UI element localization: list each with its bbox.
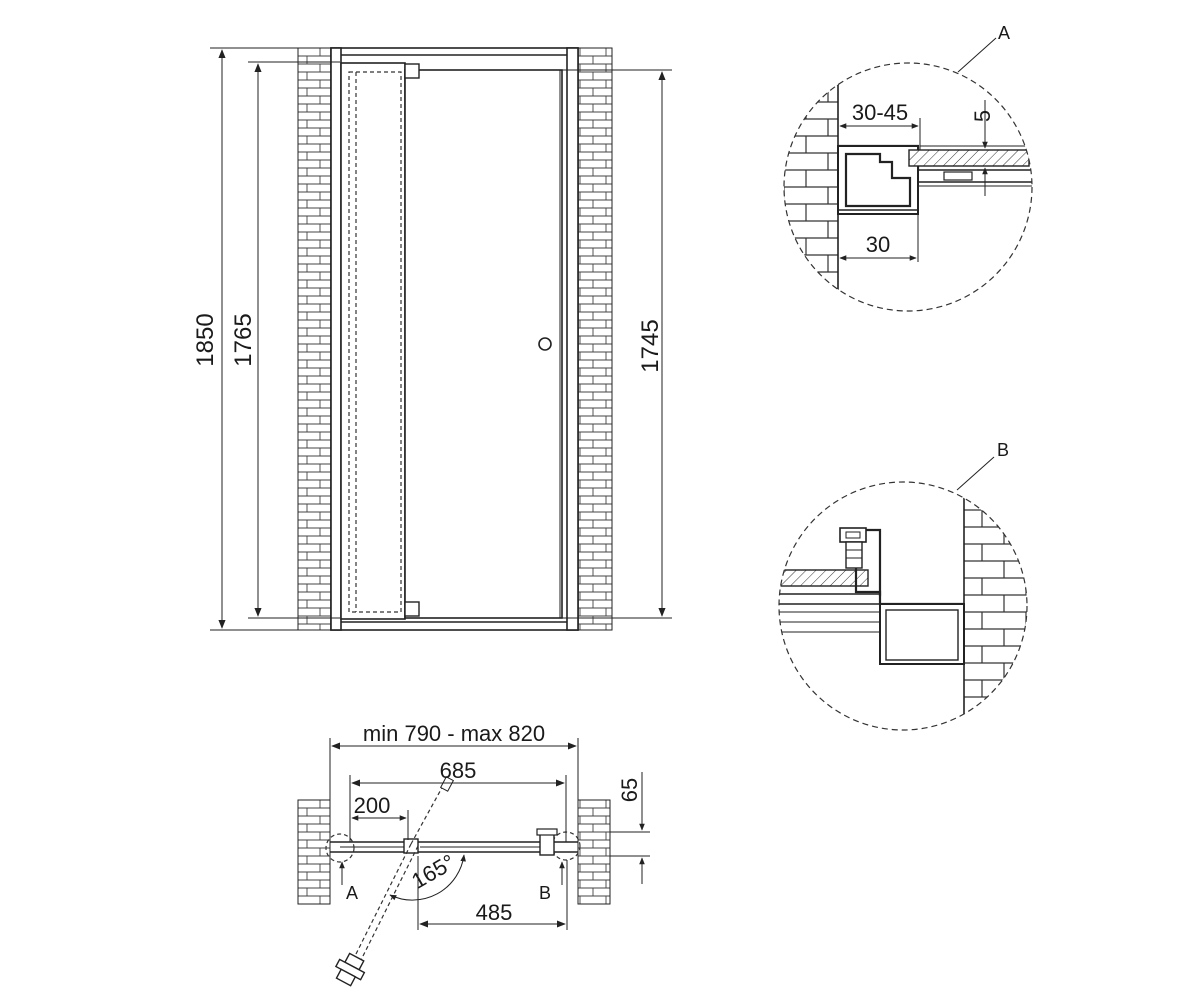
detail-b-circle (778, 481, 1028, 731)
wall-profile-left (330, 47, 342, 631)
open-door-line-1 (349, 843, 412, 967)
plan-label-a: A (346, 883, 358, 903)
dim-panel-height: 1745 (637, 319, 664, 372)
plan-right-wall (577, 799, 611, 905)
hinge-top (404, 63, 420, 79)
plan-label-b: B (539, 883, 551, 903)
dim-panel-width: 685 (440, 758, 477, 783)
dim-fixed-width: 200 (354, 793, 391, 818)
front-view: 1850 1765 1745 (192, 47, 672, 631)
detail-a-label: A (998, 23, 1010, 43)
door-leaf (404, 69, 563, 619)
left-wall (297, 47, 332, 631)
dim-profile-width: 30 (866, 232, 890, 257)
plan-left-wall (297, 799, 331, 905)
wall-profile-right (566, 47, 579, 631)
dim-width-range: min 790 - max 820 (363, 721, 545, 746)
fixed-panel (340, 62, 406, 620)
dim-door-height: 1765 (230, 313, 257, 366)
detail-a-circle (783, 62, 1033, 312)
door-handle (538, 337, 552, 351)
dim-total-height: 1850 (192, 313, 219, 366)
swing-angle-arc (389, 854, 466, 901)
open-door-line-2 (356, 845, 419, 969)
detail-b-label: B (997, 440, 1009, 460)
dim-swing-angle: 165° (407, 849, 459, 893)
dim-depth: 65 (617, 778, 642, 802)
plan-view: 165° A B min 790 - max 820 685 200 485 6… (297, 721, 650, 987)
detail-b: B (778, 440, 1028, 731)
hinge-bottom (404, 601, 420, 617)
dim-adjust-range: 30-45 (852, 100, 908, 125)
fixed-panel-inner (348, 71, 402, 613)
detail-a: A 30-45 5 30 (783, 23, 1033, 312)
dim-opening-width: 485 (476, 900, 513, 925)
dim-gap: 5 (970, 110, 995, 122)
right-wall (577, 47, 613, 631)
